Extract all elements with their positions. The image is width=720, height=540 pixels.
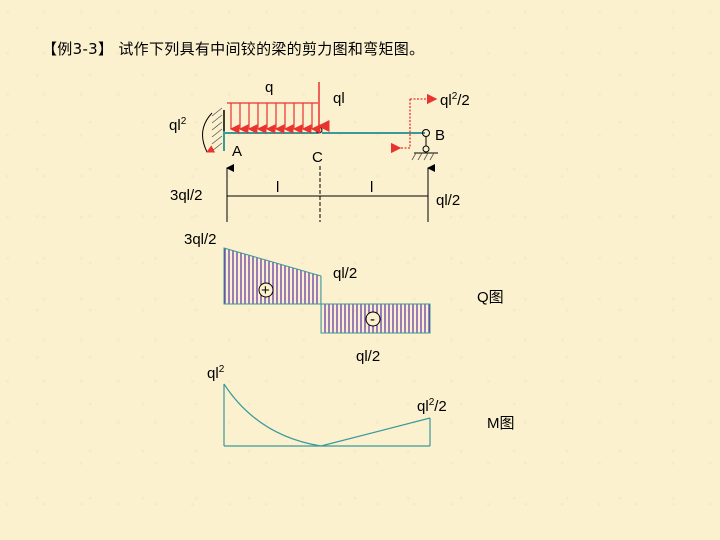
reaction-A-label: 3ql/2 bbox=[170, 187, 203, 204]
point-B-label: B bbox=[435, 127, 445, 144]
hinge-C bbox=[315, 126, 323, 134]
moment-right-value-label: ql2/2 bbox=[417, 397, 447, 415]
moment-arrow-left bbox=[202, 112, 216, 153]
moment-right-label: ql2/2 bbox=[440, 91, 470, 109]
moment-top-label: ql2 bbox=[207, 364, 225, 382]
shear-minus-sign: - bbox=[370, 311, 375, 328]
reaction-B-label: ql/2 bbox=[436, 192, 460, 209]
shear-mid-label: ql/2 bbox=[333, 265, 357, 282]
load-ql-label: ql bbox=[333, 90, 345, 107]
shear-bottom-label: ql/2 bbox=[356, 348, 380, 365]
shear-top-label: 3ql/2 bbox=[184, 231, 217, 248]
moment-curve-left bbox=[223, 383, 322, 447]
shear-plus-sign: + bbox=[261, 282, 270, 299]
point-C-label: C bbox=[312, 149, 323, 166]
moment-diagram-name: M图 bbox=[487, 415, 515, 432]
shear-diagram: + - bbox=[223, 247, 431, 334]
moment-left-label: ql2 bbox=[169, 116, 187, 134]
beam bbox=[223, 131, 425, 151]
shear-positive-region bbox=[223, 247, 322, 305]
point-A-label: A bbox=[232, 143, 242, 160]
fixed-support-A bbox=[211, 107, 225, 152]
span-1-label: l bbox=[276, 179, 279, 196]
moment-line-right bbox=[320, 417, 431, 447]
shear-diagram-name: Q图 bbox=[477, 289, 504, 306]
moment-arrow-right bbox=[390, 93, 438, 154]
page-title: 【例3-3】 试作下列具有中间铰的梁的剪力图和弯矩图。 bbox=[42, 40, 425, 58]
distributed-load-q bbox=[227, 102, 321, 134]
moment-diagram bbox=[223, 383, 431, 447]
span-2-label: l bbox=[370, 179, 373, 196]
roller-support-B bbox=[411, 129, 438, 161]
load-q-label: q bbox=[265, 79, 273, 96]
